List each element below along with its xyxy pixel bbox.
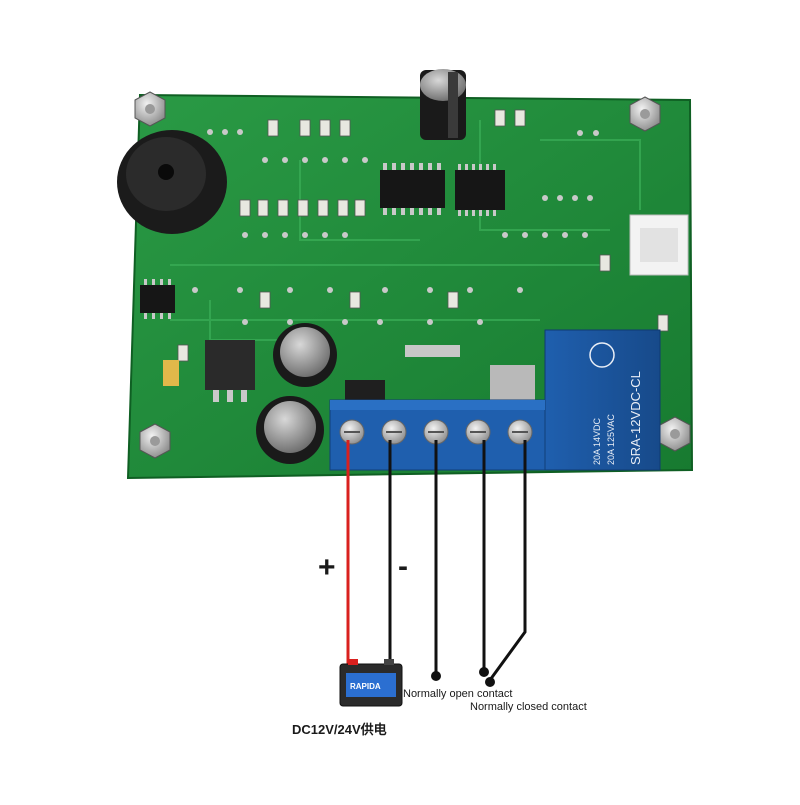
terminal-screw-4 <box>465 419 491 445</box>
battery-brand-label: RAPIDA <box>350 682 381 691</box>
normally-open-label: Normally open contact <box>403 688 513 700</box>
negative-label: - <box>398 550 408 583</box>
relay-rating-2: 20A 125VAC <box>606 414 616 465</box>
capacitor-bottom <box>256 396 324 464</box>
capacitor-middle <box>273 323 337 387</box>
terminal-screw-2 <box>381 419 407 445</box>
jumper-pad <box>405 345 460 357</box>
normally-closed-wire <box>488 440 527 681</box>
capacitor-top <box>420 69 466 140</box>
normally-open-dot <box>431 671 441 681</box>
mounting-screw-top-right <box>629 96 661 132</box>
common-dot <box>479 667 489 677</box>
relay-rating-1: 20A 14VDC <box>592 417 602 465</box>
relay: SRA-12VDC-CL 20A 14VDC 20A 125VAC <box>544 329 661 471</box>
mounting-screw-bottom-left <box>139 423 171 459</box>
mounting-screw-bottom-right <box>659 416 691 452</box>
ic-chip-1 <box>380 163 445 215</box>
via-holes <box>192 129 599 325</box>
ic-chip-2 <box>455 164 505 216</box>
normally-closed-label: Normally closed contact <box>470 701 587 713</box>
white-connector <box>629 214 689 276</box>
positive-label: + <box>318 551 336 584</box>
mounting-screw-top-left <box>134 91 166 127</box>
fuse <box>163 360 179 386</box>
ic-chip-small <box>140 279 175 319</box>
power-supply-label: DC12V/24V供电 <box>292 722 387 737</box>
terminal-screw-3 <box>423 419 449 445</box>
battery: RAPIDA <box>339 659 403 707</box>
diode <box>345 380 385 402</box>
relay-model-label: SRA-12VDC-CL <box>628 371 643 465</box>
copper-pad <box>490 365 535 405</box>
buzzer <box>117 130 227 234</box>
smd-components <box>177 109 669 362</box>
normally-closed-dot <box>485 677 495 687</box>
voltage-regulator <box>205 340 255 402</box>
terminal-screw-1 <box>339 419 365 445</box>
terminal-screw-5 <box>507 419 533 445</box>
